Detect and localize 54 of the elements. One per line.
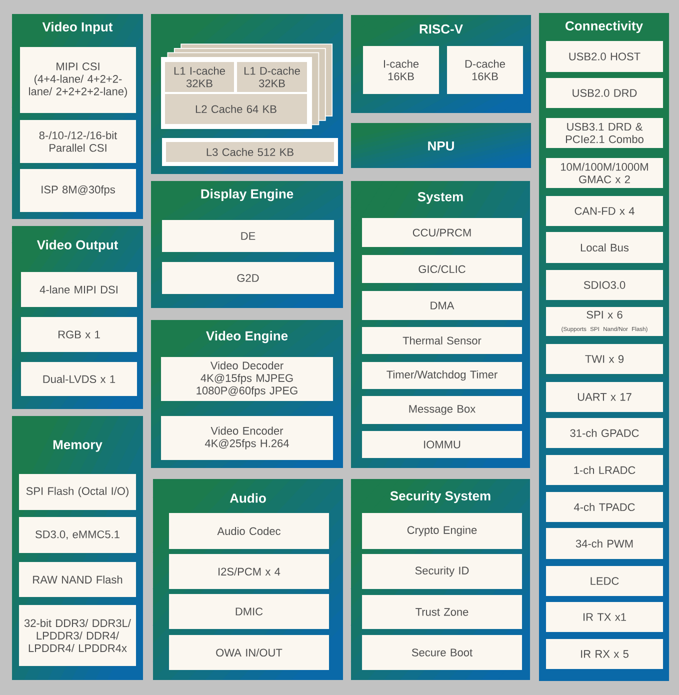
block-box: 1-ch LRADC [546, 455, 663, 485]
block-box: Local Bus [546, 232, 663, 263]
block-box: IR RX x 5 [546, 639, 663, 669]
block-box: Dual-LVDS x 1 [21, 362, 137, 396]
block-box: Video Decoder 4K@15fps MJPEG 1080P@60fps JPEG [161, 357, 333, 401]
block-box: GIC/CLIC [362, 255, 522, 283]
block-box: Crypto Engine [362, 513, 522, 549]
block-box: SD3.0, eMMC5.1 [19, 517, 136, 553]
node-label: L1 I-cache 32KB [174, 66, 225, 88]
block-box: MIPI CSI (4+4-lane/ 4+2+2-lane/ 2+2+2+2-lane) [20, 47, 136, 113]
block-box: D-cache 16KB [447, 46, 523, 94]
block-box: IR TX x1 [546, 602, 663, 632]
cache-box: L1 I-cache 32KB [165, 62, 234, 92]
block-box: DMA [362, 291, 522, 320]
block-box: LEDC [546, 566, 663, 596]
block-box: UART x 17 [546, 382, 663, 412]
block-box: 8-/10-/12-/16-bit Parallel CSI [20, 120, 136, 163]
block-box: 10M/100M/1000M GMAC x 2 [546, 158, 663, 188]
block-box: 34-ch PWM [546, 528, 663, 559]
block-box: CCU/PRCM [362, 218, 522, 247]
block-box: CAN-FD x 4 [546, 196, 663, 226]
block-box: DE [162, 220, 334, 252]
block-box: 4-ch TPADC [546, 492, 663, 522]
block-box: Secure Boot [362, 635, 522, 670]
block-box: Video Encoder 4K@25fps H.264 [161, 416, 333, 460]
cache-box: L2 Cache 64 KB [165, 94, 307, 124]
block-box: I2S/PCM x 4 [169, 554, 329, 589]
block-box: 31-ch GPADC [546, 418, 663, 448]
block-box: I-cache 16KB [363, 46, 439, 94]
block-box: Security ID [362, 554, 522, 589]
block-box: SDIO3.0 [546, 270, 663, 300]
block-box: RAW NAND Flash [19, 562, 136, 597]
block-box: 4-lane MIPI DSI [21, 272, 137, 307]
block-box: SPI Flash (Octal I/O) [19, 474, 136, 510]
block-box: DMIC [169, 594, 329, 629]
block-box: RGB x 1 [21, 317, 137, 352]
block-box: USB2.0 DRD [546, 78, 663, 108]
block-box: G2D [162, 262, 334, 294]
block-box: Audio Codec [169, 513, 329, 549]
node-label: Connectivity [566, 20, 643, 34]
block-box: IOMMU [362, 431, 522, 458]
block-box: USB3.1 DRD & PCIe2.1 Combo [546, 118, 663, 148]
block-box: TWI x 9 [546, 344, 663, 374]
block-box: ISP 8M@30fps [20, 169, 136, 212]
block-box: USB2.0 HOST [546, 41, 663, 72]
block-box: OWA IN/OUT [169, 635, 329, 670]
cache-box: L1 D-cache 32KB [237, 62, 307, 92]
block-box: Trust Zone [362, 595, 522, 629]
cache-box: L3 Cache 512 KB [162, 138, 338, 166]
block-panel: NPU [351, 123, 531, 168]
block-box: Message Box [362, 396, 522, 424]
block-box: 32-bit DDR3/ DDR3L/ LPDDR3/ DDR4/ LPDDR4/ LPDDR4x [19, 605, 136, 666]
block-box: Thermal Sensor [362, 327, 522, 354]
block-box: Timer/Watchdog Timer [362, 362, 522, 389]
